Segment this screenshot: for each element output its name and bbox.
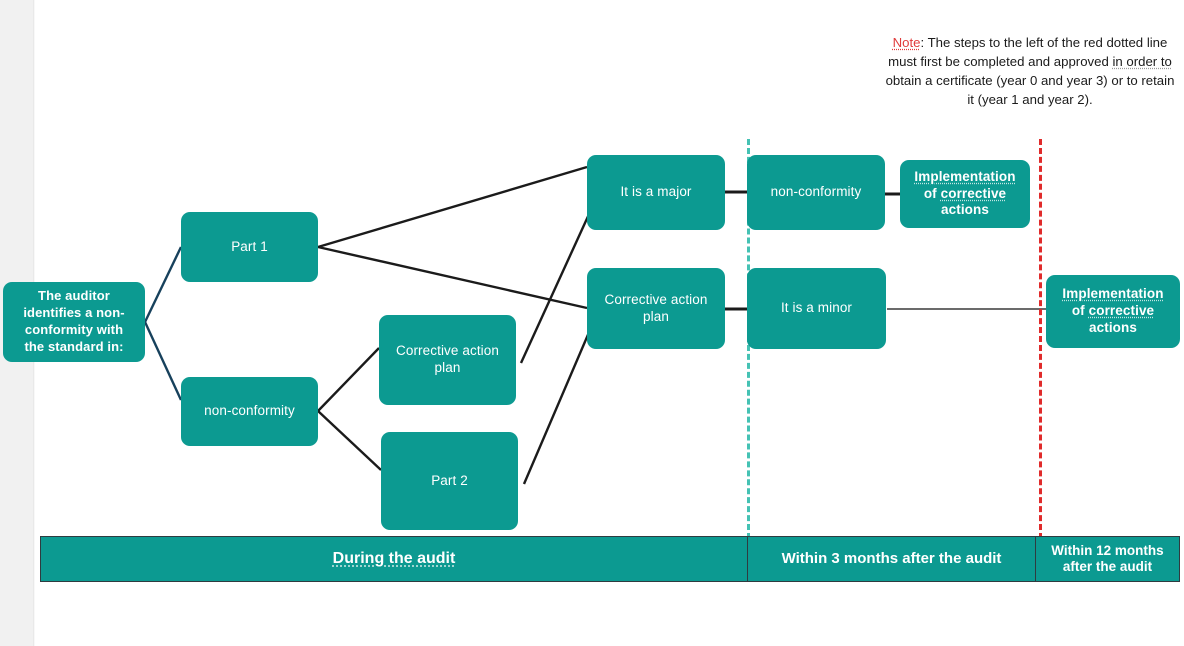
timeline-segment-12-months-line2: after the audit [1062, 559, 1153, 574]
node-implementation-top[interactable]: Implementation of corrective actions [900, 160, 1030, 228]
node-corrective-plan-col3[interactable]: Corrective action plan [587, 268, 725, 349]
red-dashed-divider [1039, 139, 1042, 539]
node-implementation-right-line2: of corrective [1072, 303, 1154, 320]
impl-top-corrective: corrective [940, 185, 1007, 201]
note-line1: The steps to the left of the red dotted [927, 35, 1144, 50]
node-corrective-plan-mid-line1: Corrective action [396, 343, 499, 359]
node-corrective-plan-mid[interactable]: Corrective action plan [379, 315, 516, 405]
node-minor-label: It is a minor [780, 300, 853, 316]
timeline-bar: During the audit Within 3 months after t… [40, 536, 1180, 582]
note-block: Note: The steps to the left of the red d… [884, 33, 1176, 110]
link-part1-to-major [317, 165, 588, 249]
timeline-segment-3-months-label: Within 3 months after the audit [781, 550, 1002, 567]
link-nonconformity-to-corrective-plan [317, 347, 380, 412]
note-line2: line must first be completed and approve… [888, 35, 1168, 70]
node-start-line2: identifies a non- [23, 305, 125, 321]
note-colon: : [920, 35, 928, 50]
note-line4: year 3) or to retain it (year 1 and year… [967, 73, 1175, 108]
link-start-to-part1 [143, 246, 183, 323]
timeline-segment-12-months-wrapper: Within 12 months after the audit [1051, 543, 1163, 575]
node-nonconformity-left-label: non-conformity [204, 403, 295, 419]
node-part2[interactable]: Part 2 [381, 432, 518, 530]
node-minor[interactable]: It is a minor [747, 268, 886, 349]
note-label: Note [892, 35, 921, 50]
link-start-to-nonconformity [143, 321, 183, 401]
node-major-label: It is a major [620, 184, 692, 200]
impl-right-corrective: corrective [1088, 303, 1155, 319]
node-nonconformity-right[interactable]: non-conformity [747, 155, 885, 230]
link-nonconformity-to-part2 [317, 410, 382, 471]
impl-right-of: of [1071, 303, 1089, 319]
node-major[interactable]: It is a major [587, 155, 725, 230]
node-start-line1: The auditor [38, 288, 110, 304]
timeline-segment-during-audit-label: During the audit [332, 550, 456, 568]
link-part2-to-corrective-plan-col3 [522, 329, 592, 485]
node-nonconformity-right-label: non-conformity [770, 184, 862, 200]
node-part1-label: Part 1 [231, 238, 268, 254]
timeline-segment-during-audit[interactable]: During the audit [40, 536, 748, 582]
node-corrective-plan-mid-line2: plan [434, 360, 461, 375]
node-implementation-top-line3: actions [941, 202, 989, 218]
impl-top-of: of [923, 185, 941, 201]
timeline-segment-12-months-line1: Within 12 months [1051, 542, 1164, 558]
node-implementation-top-line1: Implementation [914, 168, 1016, 184]
node-implementation-right-line3: actions [1089, 319, 1137, 335]
note-line3-phrase: in order to [1112, 54, 1172, 70]
node-start[interactable]: The auditor identifies a non- conformity… [3, 282, 145, 362]
link-part1-to-corrective-plan [317, 245, 588, 310]
node-corrective-plan-col3-line1: Corrective action [604, 291, 708, 307]
node-part2-label: Part 2 [431, 472, 468, 488]
node-nonconformity-left[interactable]: non-conformity [181, 377, 318, 446]
node-implementation-top-line2: of corrective [924, 186, 1006, 203]
node-part1[interactable]: Part 1 [181, 212, 318, 282]
node-implementation-right-line1: Implementation [1062, 286, 1164, 302]
node-start-line4: the standard in: [24, 338, 124, 354]
node-implementation-right[interactable]: Implementation of corrective actions [1046, 275, 1180, 348]
link-corrective-plan-to-major [519, 211, 592, 364]
timeline-segment-3-months[interactable]: Within 3 months after the audit [748, 536, 1036, 582]
note-line3-rest: obtain a certificate (year 0 and [885, 73, 1063, 89]
node-start-line3: conformity with [24, 322, 124, 337]
node-corrective-plan-col3-line2: plan [643, 308, 669, 324]
timeline-segment-12-months[interactable]: Within 12 months after the audit [1036, 536, 1180, 582]
